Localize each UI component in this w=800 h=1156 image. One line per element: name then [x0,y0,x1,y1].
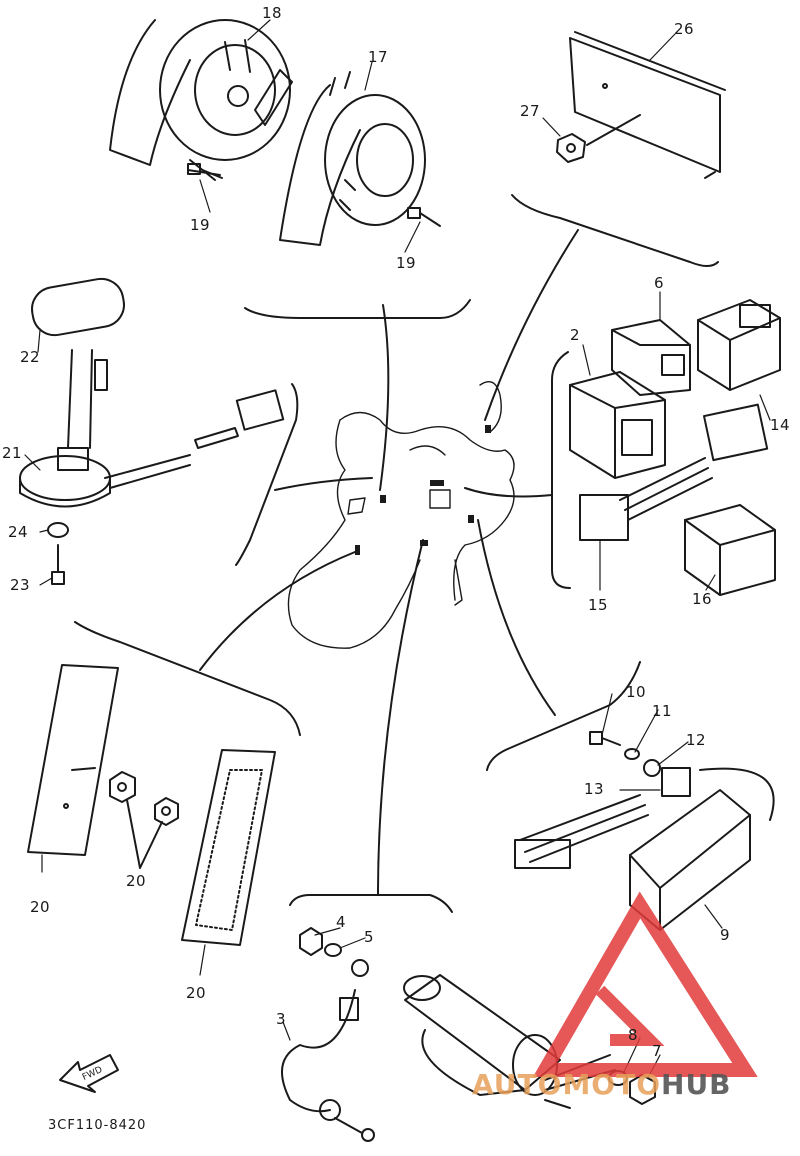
unit-14 [697,299,781,391]
callout-19-b: 19 [396,254,417,272]
bracket-taillight [511,194,719,267]
callout-11: 11 [652,702,673,720]
callout-6: 6 [654,274,665,292]
bracket-relays [551,351,571,589]
frame-outline [287,381,515,649]
callout-22: 21 [2,444,23,462]
automotohub-logo-icon [532,891,758,1077]
connector-13 [514,767,691,869]
horn-left [109,19,293,181]
tail-light [569,31,726,179]
bracket-starter [289,894,453,913]
callout-8: 8 [628,1026,639,1044]
callout-17: 17 [368,48,389,66]
callout-20-a: 20 [30,898,51,916]
leader-taillight [484,229,579,421]
washer-5 [324,943,342,957]
nut-21-b [154,797,179,826]
callout-15: 15 [588,596,609,614]
washer-25 [47,522,69,538]
callout-3: 3 [276,1010,287,1028]
watermark-text-a: AUTOMOTO [472,1068,662,1101]
connector-15 [579,494,629,541]
relay-2 [569,371,666,479]
leader-starter [377,539,424,896]
bracket-regulator [486,661,641,771]
bolt-19-a [187,163,223,179]
callout-18: 18 [262,4,283,22]
leader-relays [464,487,553,498]
watermark-text-b: HUB [661,1068,732,1101]
rectifier-9 [629,767,775,931]
bolt-19-b [407,207,441,227]
screw-10 [589,731,621,746]
nut-21-a [109,771,136,803]
nut-4 [299,927,323,956]
callout-10: 10 [626,683,647,701]
watermark-text: AUTOMOTOHUB [472,1068,732,1101]
callout-21: 20 [126,872,147,890]
leader-fuel-sender [274,477,373,491]
callout-9: 9 [720,926,731,944]
leader-reflectors [199,551,356,671]
callout-20-b: 20 [186,984,207,1002]
reflector-20-b [181,749,276,946]
nut-27 [556,133,586,163]
horn-right [279,71,426,246]
bracket-fuel-sender [235,383,299,566]
callout-13: 13 [584,780,605,798]
connector-16 [684,504,776,596]
callout-12: 12 [686,731,707,749]
callout-26: 26 [674,20,695,38]
harness-15 [619,403,769,521]
callout-5: 5 [364,928,375,946]
leader-horns [379,304,390,491]
callout-leaders [24,19,771,1079]
callout-24: 23 [10,576,31,594]
leader-regulator [477,519,556,716]
fwd-arrow-icon: FWD [59,1054,119,1093]
callout-25: 24 [8,523,29,541]
callout-23: 22 [20,348,41,366]
leader-21 [126,799,163,869]
callout-7: 7 [652,1042,663,1060]
bracket-reflectors [74,621,301,736]
fuel-sender-22 [19,349,285,508]
screw-24 [51,544,65,585]
callout-19-a: 19 [190,216,211,234]
cable-3 [281,959,375,1142]
callout-4: 4 [336,913,347,931]
callout-14: 14 [770,416,791,434]
part-code: 3CF110-8420 [48,1118,147,1133]
reflector-20-a [27,664,119,856]
gasket-23 [31,277,125,337]
callout-16: 16 [692,590,713,608]
callout-2: 2 [570,326,581,344]
washer-12 [643,759,661,777]
relay-6 [611,319,691,396]
washer-11 [624,748,640,760]
callout-27: 27 [520,102,541,120]
bracket-horns [244,299,471,319]
